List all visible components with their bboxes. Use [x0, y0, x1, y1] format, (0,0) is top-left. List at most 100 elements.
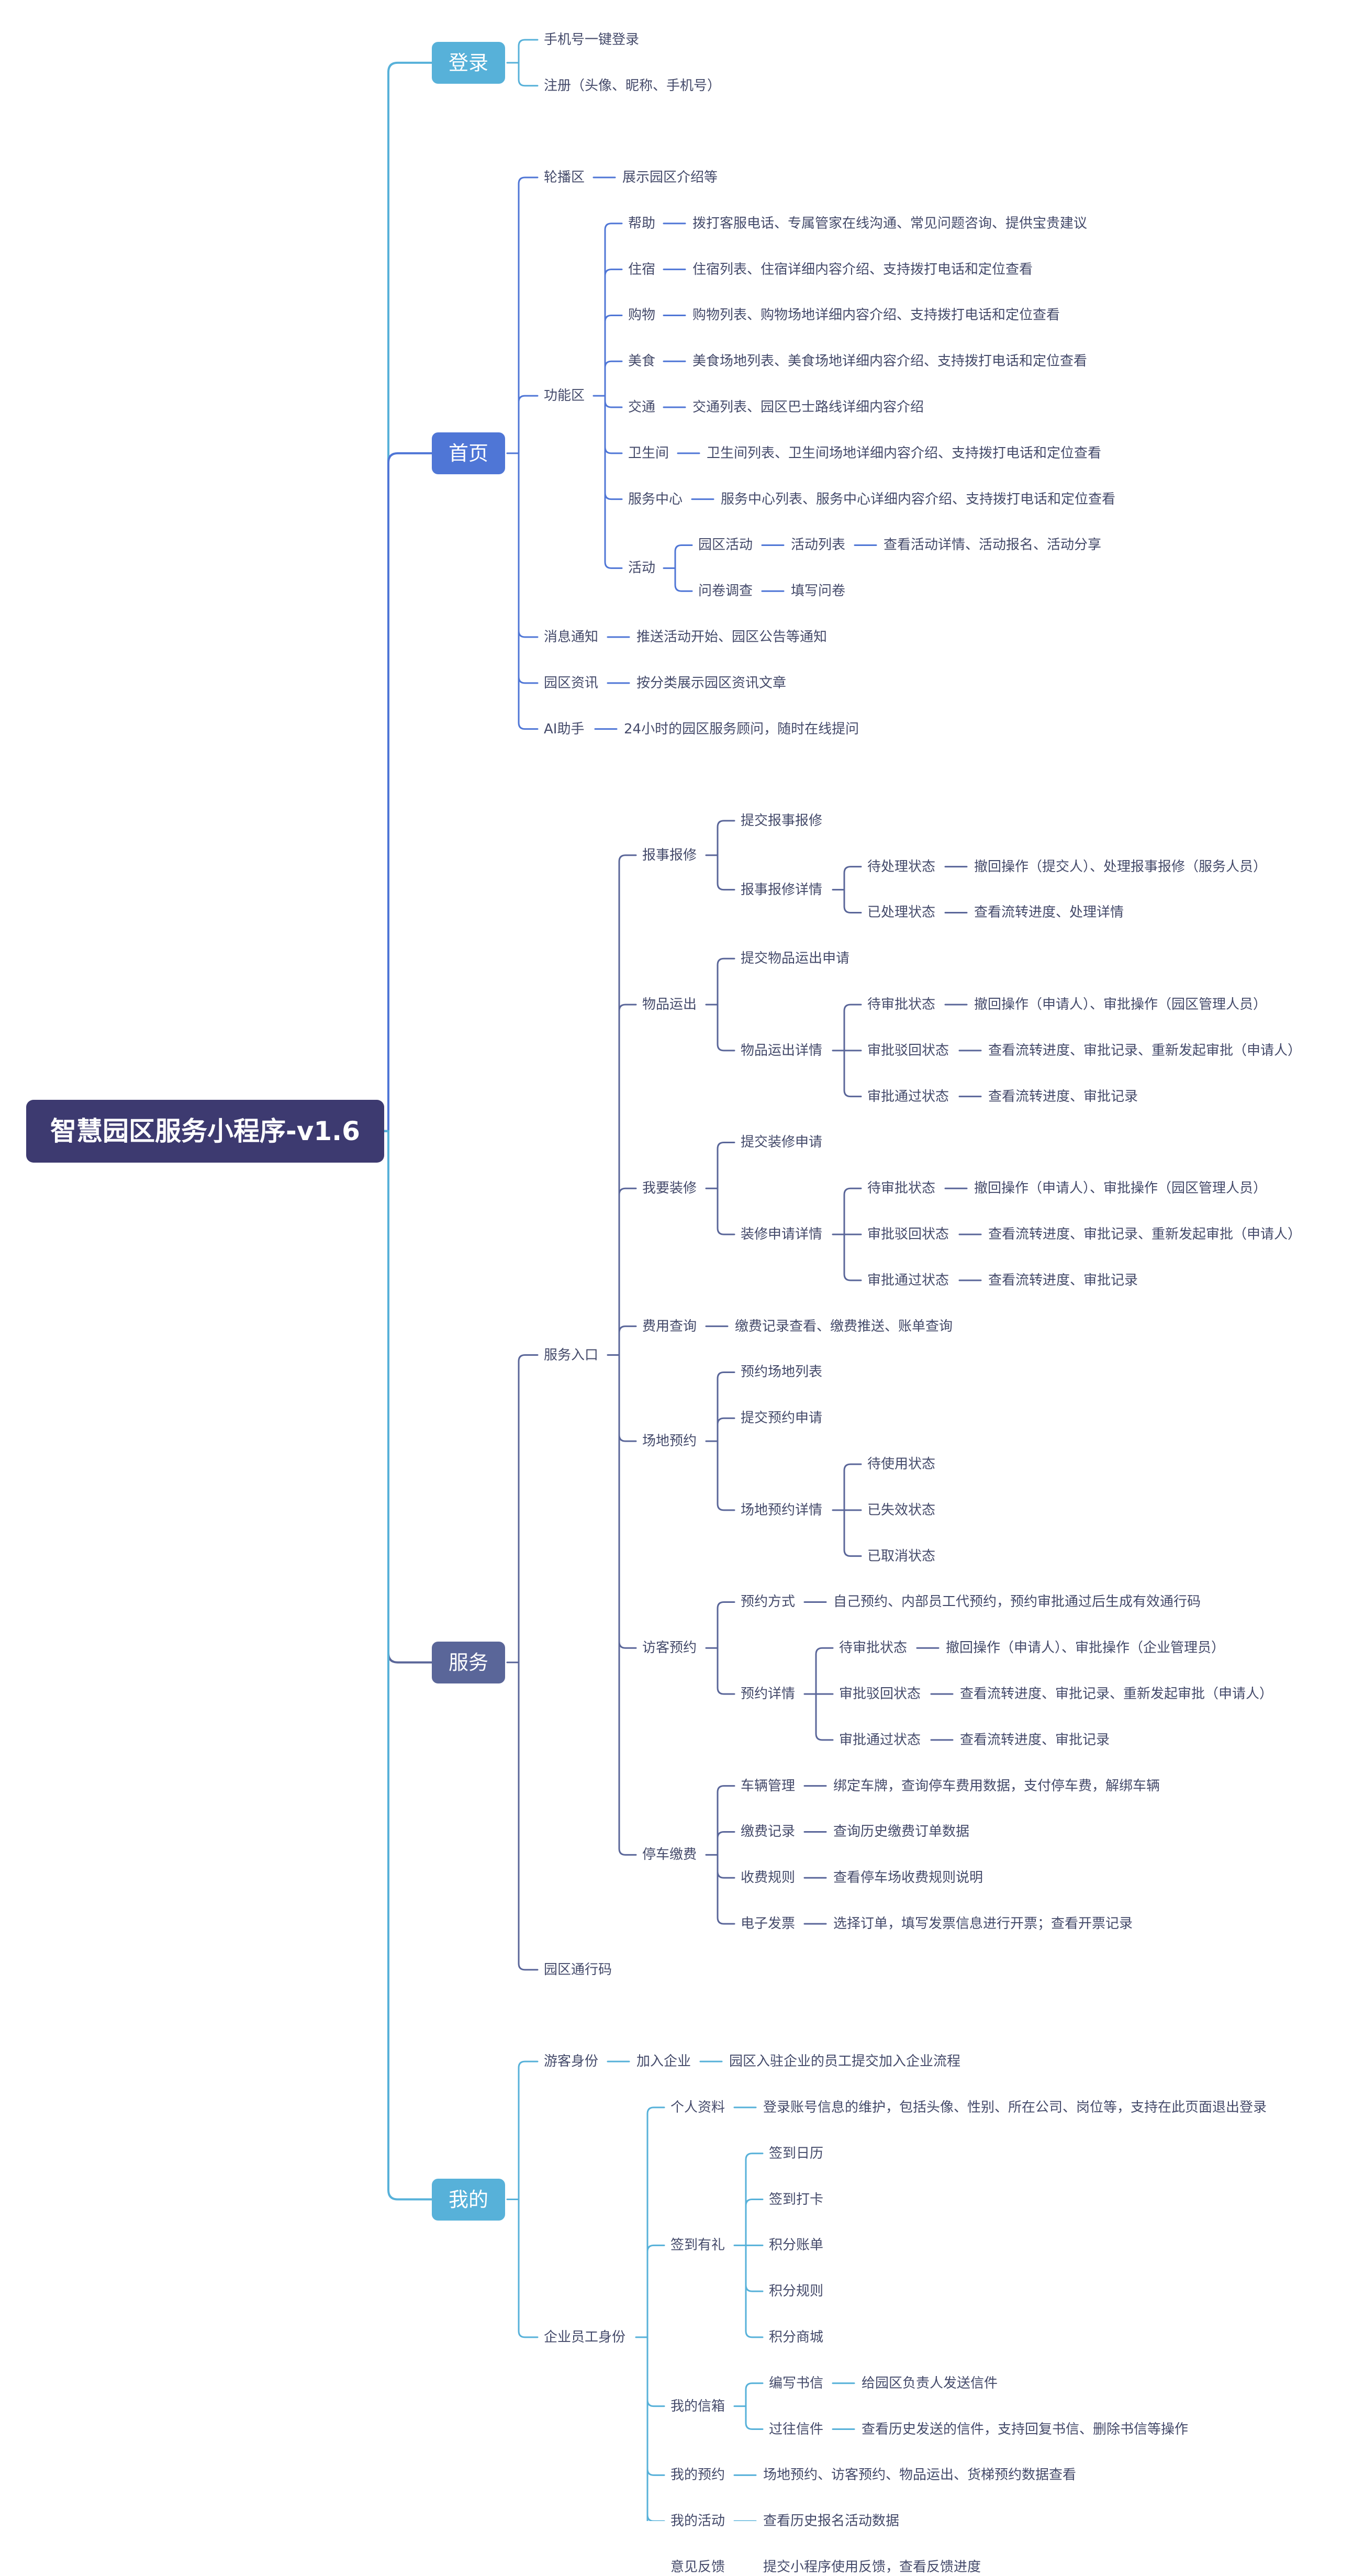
mindmap-node: 我要装修	[642, 1180, 697, 1197]
mindmap-node: 园区活动	[698, 537, 753, 553]
mindmap-node: 注册（头像、昵称、手机号）	[544, 77, 721, 94]
branch-connector-edge	[518, 452, 539, 730]
mindmap-node: 报事报修详情	[741, 882, 823, 898]
mindmap-node: 查看流转进度、审批记录	[988, 1272, 1138, 1288]
mindmap-node: 问卷调查	[698, 583, 753, 599]
mindmap-node: 物品运出详情	[741, 1042, 823, 1058]
connector-edge	[604, 222, 623, 397]
mindmap-node: 场地预约、访客预约、物品运出、货梯预约数据查看	[763, 2467, 1077, 2483]
mindmap-node: 查看历史报名活动数据	[763, 2513, 900, 2529]
mindmap-node: 审批驳回状态	[839, 1686, 921, 1702]
mindmap-node: 功能区	[544, 388, 585, 404]
mindmap-node: 预约场地列表	[741, 1364, 823, 1380]
branch-connector-edge	[518, 39, 539, 64]
mindmap-node: 游客身份	[544, 2054, 599, 2070]
connector-edge	[843, 866, 862, 891]
mindmap-node: 服务中心	[628, 491, 683, 507]
connector-edge	[618, 854, 637, 1356]
connector-edge	[717, 1601, 735, 1649]
mindmap-node: 查看活动详情、活动报名、活动分享	[884, 537, 1102, 553]
connector-edge	[843, 1463, 862, 1511]
mindmap-node: 拨打客服电话、专属管家在线沟通、常见问题咨询、提供宝贵建议	[692, 215, 1088, 231]
trunk-edge	[271, 1130, 433, 2201]
mindmap-node: 提交物品运出申请	[741, 951, 850, 967]
mindmap-node: 手机号一键登录	[544, 32, 640, 48]
mindmap-node: 过往信件	[769, 2421, 824, 2437]
mindmap-node: 活动	[628, 560, 656, 576]
mindmap-node: 撤回操作（申请人）、审批操作（企业管理员）	[946, 1640, 1225, 1656]
connector-edge	[843, 1050, 862, 1098]
mindmap-node: 查看停车场收费规则说明	[833, 1870, 983, 1886]
connector-edge	[843, 1187, 862, 1235]
mindmap-node: 审批驳回状态	[867, 1226, 949, 1243]
mindmap-node: 已失效状态	[867, 1502, 936, 1518]
mindmap-node: 查看流转进度、审批记录、重新发起审批（申请人）	[960, 1686, 1273, 1702]
mindmap-node: 缴费记录	[741, 1824, 796, 1840]
mindmap-node: 我的活动	[670, 2513, 725, 2529]
connector-edge	[717, 1417, 735, 1442]
mindmap-node: 园区资讯	[544, 675, 599, 691]
mindmap-node: 待使用状态	[867, 1456, 936, 1473]
connector-edge	[604, 360, 623, 397]
mindmap-node: 交通	[628, 399, 656, 416]
connector-lines	[271, 39, 982, 2521]
mindmap-node: 停车缴费	[642, 1847, 697, 1863]
branch-connector-edge	[518, 1661, 539, 1971]
connector-edge	[717, 820, 735, 856]
mindmap-node: 美食场地列表、美食场地详细内容介绍、支持拨打电话和定位查看	[692, 353, 1088, 370]
mindmap-node: 访客预约	[642, 1640, 697, 1656]
mindmap-node: 推送活动开始、园区公告等通知	[636, 629, 828, 645]
mindmap-node: 购物列表、购物场地详细内容介绍、支持拨打电话和定位查看	[692, 307, 1060, 324]
mindmap-node: 交通列表、园区巴士路线详细内容介绍	[692, 399, 924, 416]
mindmap-node: 积分规则	[769, 2283, 824, 2300]
connector-edge	[843, 1003, 862, 1052]
connector-edge	[717, 1440, 735, 1511]
mindmap-node: 签到打卡	[769, 2191, 824, 2207]
mindmap-node: 美食	[628, 353, 656, 370]
mindmap-node: 卫生间	[628, 445, 669, 461]
connector-edge	[717, 1003, 735, 1052]
connector-edge	[717, 1785, 735, 1856]
trunk-edge	[271, 452, 433, 1132]
mindmap-node: 审批通过状态	[867, 1088, 949, 1105]
mindmap-node: 住宿列表、住宿详细内容介绍、支持拨打电话和定位查看	[692, 261, 1033, 277]
connector-edge	[717, 1854, 735, 1925]
mindmap-node: 场地预约	[642, 1433, 697, 1449]
connector-edge	[717, 1831, 735, 1856]
mindmap-node: 已取消状态	[867, 1548, 936, 1564]
branch-connector-edge	[518, 62, 539, 87]
mindmap-node: 装修申请详情	[741, 1226, 823, 1243]
mindmap-node: 查看流转进度、审批记录	[988, 1088, 1138, 1105]
connector-edge	[717, 957, 735, 1006]
mindmap-node: AI助手	[544, 721, 585, 737]
connector-edge	[674, 544, 693, 569]
connector-edge	[618, 1354, 637, 1856]
mindmap-node: 自己预约、内部员工代预约，预约审批通过后生成有效通行码	[833, 1594, 1201, 1610]
mindmap-node: 缴费记录查看、缴费推送、账单查询	[735, 1318, 953, 1334]
mindmap-node: 查看流转进度、审批记录、重新发起审批（申请人）	[988, 1226, 1302, 1243]
mindmap-node: 场地预约详情	[741, 1502, 823, 1518]
branch-node: 服务	[432, 1641, 505, 1683]
connector-edge	[815, 1647, 834, 1695]
mindmap-node: 登录账号信息的维护，包括头像、性别、所在公司、岗位等，支持在此页面退出登录	[763, 2099, 1267, 2115]
mindmap-node: 个人资料	[670, 2099, 725, 2115]
connector-edge	[618, 1003, 637, 1356]
branch-connector-edge	[518, 395, 539, 454]
mindmap-node: 卫生间列表、卫生间场地详细内容介绍、支持拨打电话和定位查看	[707, 445, 1102, 461]
mindmap-node: 撤回操作（申请人）、审批操作（园区管理人员）	[974, 997, 1267, 1013]
mindmap-node: 撤回操作（提交人）、处理报事报修（服务人员）	[974, 858, 1267, 875]
mindmap-node: 报事报修	[642, 847, 697, 863]
connector-edge	[745, 2153, 764, 2246]
connector-edge	[815, 1693, 834, 1741]
mindmap-node: 填写问卷	[791, 583, 846, 599]
connector-edge	[717, 1647, 735, 1695]
mindmap-node: 查看历史发送的信件，支持回复书信、删除书信等操作	[862, 2421, 1189, 2437]
mindmap-node: 给园区负责人发送信件	[862, 2375, 998, 2391]
mindmap-node: 待审批状态	[867, 997, 936, 1013]
connector-edge	[604, 269, 623, 397]
mindmap-node: 待审批状态	[839, 1640, 908, 1656]
mindmap-node: 查看流转进度、处理详情	[974, 905, 1124, 921]
mindmap-node: 轮播区	[544, 170, 585, 186]
connector-edge	[618, 1325, 637, 1356]
